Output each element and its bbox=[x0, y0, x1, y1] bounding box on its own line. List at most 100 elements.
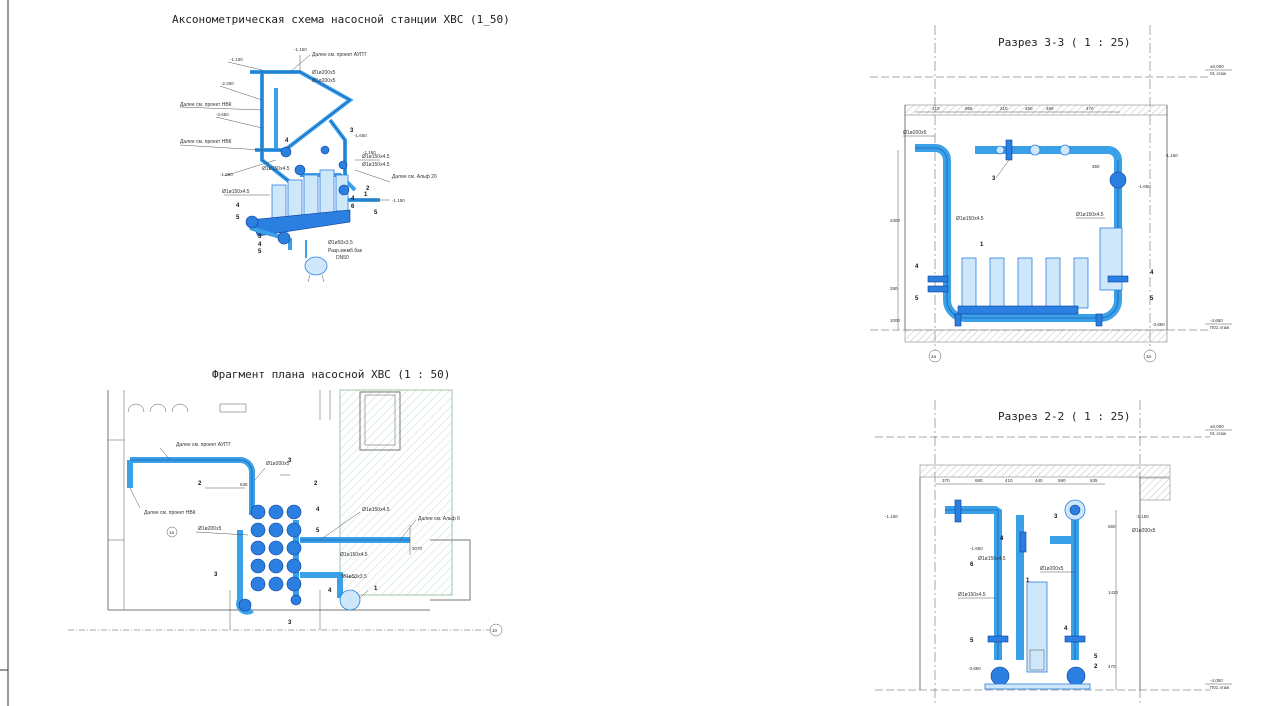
section33-level-note: 01 этаж bbox=[1210, 71, 1226, 76]
section22-title: Разрез 2-2 ( 1 : 25) bbox=[998, 410, 1130, 423]
axon-pipe-label-5: Ø1ø150х4.5 bbox=[262, 166, 290, 172]
plan-axis-bubble bbox=[489, 623, 503, 637]
axon-callout: 5 bbox=[374, 210, 378, 216]
section33-axis: 3a bbox=[1146, 354, 1152, 359]
section33-callout: 4 bbox=[915, 264, 919, 270]
axon-level-8: -1.150 bbox=[392, 198, 405, 203]
plan-dim-1: 635 bbox=[240, 482, 248, 487]
plan-note-1: Далее см. проект АУПТ bbox=[176, 442, 231, 448]
section22-callout: 3 bbox=[1054, 514, 1058, 520]
axon-pump-group bbox=[245, 145, 351, 250]
plan-dim-2: 3070 bbox=[412, 546, 423, 551]
section22-dim: 370 bbox=[942, 478, 950, 483]
plan-axis-label: 10 bbox=[492, 628, 498, 633]
section22-mark: -1.650 bbox=[970, 546, 983, 551]
section33-dim: 210 bbox=[1000, 106, 1008, 111]
section22-dim: 470 bbox=[1108, 664, 1116, 669]
section33-level-value: -4,650 bbox=[1210, 318, 1223, 323]
plan-note-3: Далее см. Альф 6 bbox=[418, 516, 460, 522]
section33-pumps bbox=[957, 227, 1123, 315]
section33-dim: 470 bbox=[1086, 106, 1094, 111]
section22-dim: 1430 bbox=[1108, 590, 1119, 595]
axon-note-2: Далее см. проект НВК bbox=[180, 102, 232, 108]
axon-pipe-label-6: Ø1ø150х4.5 bbox=[222, 189, 250, 195]
axon-pipe-label-7: Ø1ø50х3.5 bbox=[328, 240, 353, 246]
section22-level-value: -4,050 bbox=[1210, 678, 1223, 683]
section33-dim: 410 bbox=[932, 106, 940, 111]
section33-callout: 3 bbox=[992, 176, 996, 182]
axon-callout: 5 bbox=[236, 215, 240, 221]
plan-cut-mark: 3 bbox=[288, 620, 292, 626]
axon-tank-label: Разр.мемб.бак bbox=[328, 248, 363, 254]
section33-level-note: П01 этаж bbox=[1210, 325, 1229, 330]
axon-level-3: -3.650 bbox=[216, 112, 229, 117]
section33-title: Разрез 3-3 ( 1 : 25) bbox=[998, 36, 1130, 49]
plan-pipe-label-4: Ø1ø150х4.5 bbox=[340, 552, 368, 558]
section33-axis: 2a bbox=[931, 354, 937, 359]
section33-pipe-label: Ø1ø200х5 bbox=[903, 130, 927, 136]
plan-callout: 4 bbox=[316, 507, 320, 513]
section33-dim: 280 bbox=[890, 286, 898, 291]
section22-pipe-label: Ø1ø150х4.5 bbox=[958, 592, 986, 598]
axon-level-1: -1.150 bbox=[230, 57, 243, 62]
section22-callout: 2 bbox=[1094, 664, 1098, 670]
section-2-2: Разрез 2-2 ( 1 : 25) bbox=[875, 400, 1232, 706]
section33-level-value: ±0,000 bbox=[1210, 64, 1224, 69]
axon-note-1: Далее см. проект АУПТ bbox=[312, 52, 367, 58]
section22-callout: 6 bbox=[970, 562, 974, 568]
axon-level-5: -1.150 bbox=[294, 47, 307, 52]
section22-pipe-label: Ø1ø150х4.5 bbox=[978, 556, 1006, 562]
section22-callout: 1 bbox=[1026, 578, 1030, 584]
axon-callout: 4 bbox=[285, 138, 289, 144]
section33-dim: 955 bbox=[965, 106, 973, 111]
section33-mark: -1.650 bbox=[1138, 184, 1151, 189]
axon-callout: 4 bbox=[258, 242, 262, 248]
section33-dim: 450 bbox=[1025, 106, 1033, 111]
plan-tank bbox=[339, 589, 361, 611]
axon-note-3: Далее см. проект НВК bbox=[180, 139, 232, 145]
axon-membrane-tank bbox=[304, 240, 328, 283]
section22-dim: 590 bbox=[1058, 478, 1066, 483]
axon-callout: 3 bbox=[258, 234, 262, 240]
section22-mark: -1.150 bbox=[1136, 514, 1149, 519]
plan-cut-mark: 2 bbox=[198, 481, 202, 487]
plan-pipe-label-1: Ø1ø200х5 bbox=[266, 461, 290, 467]
plan-pump-grid bbox=[238, 504, 302, 612]
section22-callout: 4 bbox=[1064, 626, 1068, 632]
plan-green-zone bbox=[339, 389, 453, 596]
axon-callout: 4 bbox=[236, 203, 240, 209]
axon-callout: 4 bbox=[351, 196, 355, 202]
axon-note-4: Далее см. Альф 20 bbox=[392, 174, 437, 180]
section-3-3: Разрез 3-3 ( 1 : 25) bbox=[870, 25, 1232, 363]
section33-valve bbox=[1005, 139, 1013, 161]
section22-slab-top bbox=[919, 464, 1171, 478]
section22-dim: 560 bbox=[1108, 524, 1116, 529]
section22-dim: 635 bbox=[1090, 478, 1098, 483]
section22-pipe-label: Ø1ø200х5 bbox=[1040, 566, 1064, 572]
section33-mark: -1.150 bbox=[1165, 153, 1178, 158]
axon-callout: 1 bbox=[364, 192, 368, 198]
section22-mark: -1.150 bbox=[885, 514, 898, 519]
section33-dim: 350 bbox=[1092, 164, 1100, 169]
axon-callout: 6 bbox=[351, 204, 355, 210]
plan-pipe-label-2: Ø1ø200х5 bbox=[198, 526, 222, 532]
plan-pipe-label-3: Ø1ø150х4.5 bbox=[362, 507, 390, 513]
plan-pipe-label-5: Ø1ø50х3.5 bbox=[342, 574, 367, 580]
section33-pipe-label: Ø1ø150х4.5 bbox=[1076, 212, 1104, 218]
section33-dim: 450 bbox=[1046, 106, 1054, 111]
axon-level-6: -1.650 bbox=[354, 133, 367, 138]
axon-pipe-label-4: Ø1ø150х4.5 bbox=[362, 162, 390, 168]
section22-dim: 680 bbox=[975, 478, 983, 483]
section22-dim: 410 bbox=[1005, 478, 1013, 483]
section22-callout: 5 bbox=[970, 638, 974, 644]
section22-level-note: П01 этаж bbox=[1210, 685, 1229, 690]
plan-callout: 4 bbox=[328, 588, 332, 594]
section22-pump bbox=[984, 581, 1091, 690]
section33-callout: 5 bbox=[1150, 296, 1154, 302]
section22-level-note: 01 этаж bbox=[1210, 431, 1226, 436]
axonometric-view: Аксонометрическая схема насосной станции… bbox=[172, 13, 510, 283]
axon-pipe-riser bbox=[260, 70, 302, 192]
section33-slab-bottom bbox=[904, 329, 1168, 343]
plan-cut-mark: 2 bbox=[314, 481, 318, 487]
